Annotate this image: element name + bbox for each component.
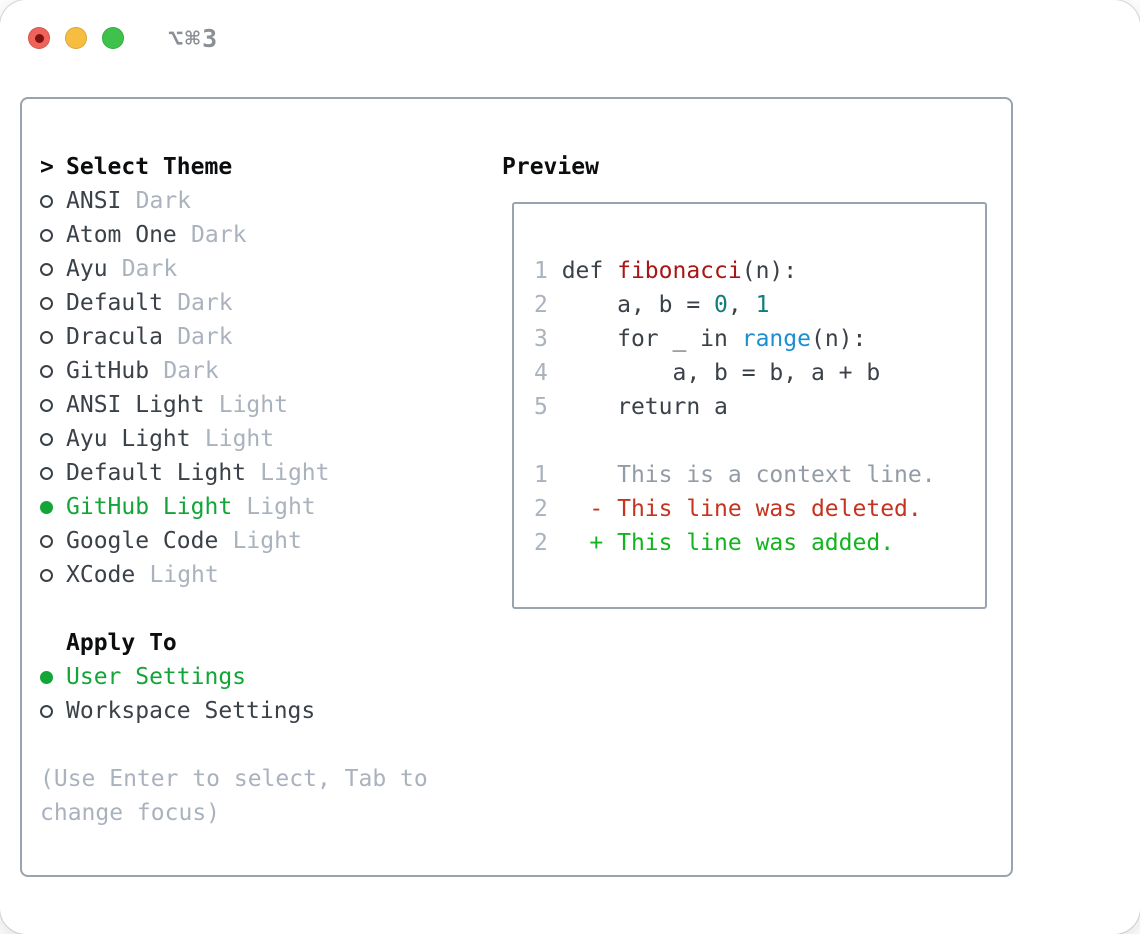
radio-icon (40, 262, 53, 276)
preview-line: 4 a, b = b, a + b (534, 360, 881, 386)
preview-title: Preview (502, 154, 599, 180)
titlebar: ⌥⌘3 (0, 0, 1140, 70)
preview-line: 2 + This line was added. (534, 530, 895, 556)
theme-variant-label: Light (204, 426, 275, 452)
theme-name: ANSI (66, 188, 122, 214)
theme-name: Ayu (66, 256, 108, 282)
minimize-button[interactable] (65, 27, 87, 49)
radio-icon (40, 500, 53, 514)
radio-icon (40, 432, 53, 446)
preview-line: 3 for _ in range(n): (534, 326, 867, 352)
theme-variant-label: Dark (177, 290, 233, 316)
apply-option-label: User Settings (66, 664, 247, 690)
theme-name: Atom One (66, 222, 177, 248)
theme-option-ayu[interactable]: Ayu Dark (40, 252, 480, 286)
preview-line: 1 This is a context line. (534, 462, 936, 488)
theme-name: GitHub (66, 358, 150, 384)
theme-variant-label: Light (260, 460, 330, 486)
preview-box: 1 def fibonacci(n): 2 a, b = 0, 1 3 for _ … (512, 202, 987, 609)
theme-variant-label: Dark (121, 256, 178, 282)
radio-icon (40, 466, 53, 480)
theme-option-github[interactable]: GitHub Dark (40, 354, 480, 388)
select-theme-header: > Select Theme (40, 150, 480, 184)
theme-variant-label: Light (246, 494, 316, 520)
theme-variant-label: Dark (163, 358, 219, 384)
apply-to-title: Apply To (66, 630, 177, 656)
theme-name: Default (66, 290, 163, 316)
theme-option-atom-one[interactable]: Atom One Dark (40, 218, 480, 252)
preview-line (534, 424, 985, 458)
zoom-button[interactable] (102, 27, 124, 49)
radio-icon (40, 228, 53, 242)
theme-option-dracula[interactable]: Dracula Dark (40, 320, 480, 354)
theme-variant-label: Dark (177, 324, 233, 350)
radio-icon (40, 296, 53, 310)
theme-option-github-light[interactable]: GitHub Light Light (40, 490, 480, 524)
select-theme-title: Select Theme (66, 154, 233, 180)
theme-option-ansi-light[interactable]: ANSI Light Light (40, 388, 480, 422)
theme-option-ansi[interactable]: ANSI Dark (40, 184, 480, 218)
theme-name: ANSI Light (66, 392, 205, 418)
apply-option-label: Workspace Settings (66, 698, 316, 724)
theme-name: Default Light (66, 460, 247, 486)
apply-to-header: Apply To (40, 626, 480, 660)
spacer (40, 592, 480, 626)
selection-arrow: > (40, 154, 54, 180)
preview-line: 5 return a (534, 394, 728, 420)
window-shortcut-label: ⌥⌘3 (168, 24, 220, 53)
theme-option-default-light[interactable]: Default Light Light (40, 456, 480, 490)
theme-option-google-code[interactable]: Google Code Light (40, 524, 480, 558)
preview-line: 2 a, b = 0, 1 (534, 292, 770, 318)
theme-variant-label: Dark (191, 222, 247, 248)
apply-option-workspace-settings[interactable]: Workspace Settings (40, 694, 480, 728)
theme-option-default[interactable]: Default Dark (40, 286, 480, 320)
theme-option-ayu-light[interactable]: Ayu Light Light (40, 422, 480, 456)
radio-icon (40, 364, 53, 378)
preview-lines: 1 def fibonacci(n): 2 a, b = 0, 1 3 for _ … (534, 254, 985, 560)
radio-icon (40, 670, 53, 684)
theme-name: XCode (66, 562, 136, 588)
theme-variant-label: Light (232, 528, 302, 554)
theme-name: Ayu Light (66, 426, 191, 452)
close-button[interactable] (28, 27, 50, 49)
hint-text: (Use Enter to select, Tab to change focu… (40, 766, 428, 826)
radio-icon (40, 704, 53, 718)
spacer (40, 728, 480, 762)
apply-option-user-settings[interactable]: User Settings (40, 660, 480, 694)
theme-variant-label: Dark (135, 188, 192, 214)
theme-name: Google Code (66, 528, 219, 554)
radio-icon (40, 568, 53, 582)
preview-line: 1 def fibonacci(n): (534, 258, 798, 284)
theme-option-xcode[interactable]: XCode Light (40, 558, 480, 592)
close-button-dot (34, 33, 44, 43)
theme-variant-label: Light (218, 392, 288, 418)
radio-icon (40, 194, 53, 208)
theme-name: Dracula (66, 324, 163, 350)
radio-icon (40, 534, 53, 548)
theme-variant-label: Light (149, 562, 219, 588)
theme-name: GitHub Light (66, 494, 233, 520)
radio-icon (40, 398, 53, 412)
preview-line: 2 - This line was deleted. (534, 496, 922, 522)
radio-icon (40, 330, 53, 344)
